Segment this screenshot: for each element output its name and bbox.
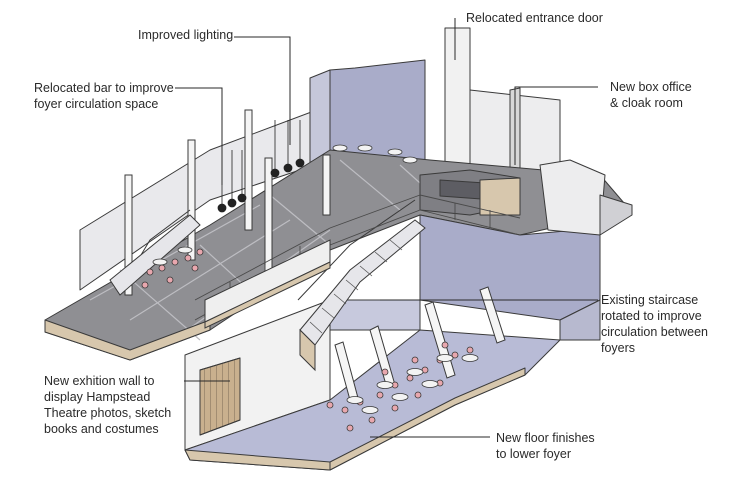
leader-lines [175,18,598,438]
label-line: books and costumes [44,422,159,436]
label-line: New exhition wall to [44,374,155,388]
label-line: rotated to improve [601,309,702,323]
label-line: to lower foyer [496,447,572,461]
label-floor-finishes: New floor finishes to lower foyer [496,430,595,462]
pendant-lights [217,120,305,213]
label-line: Theatre photos, sketch [44,406,172,420]
label-line: Relocated entrance door [466,11,603,25]
label-line: foyers [601,341,636,355]
bar-counters [204,239,331,329]
label-line: Improved lighting [138,28,234,42]
label-line: circulation between [601,325,709,339]
staircase [109,199,426,372]
cafe-furniture [141,144,479,432]
label-line: display Hampstead [44,390,151,404]
box-office-block [539,159,606,236]
columns [124,109,506,401]
label-improved-lighting: Improved lighting [138,27,233,43]
label-line: Relocated bar to improve [34,81,174,95]
label-exhibition-wall: New exhition wall to display Hampstead T… [44,373,171,437]
label-line: New box office [610,80,692,94]
label-staircase: Existing staircase rotated to improve ci… [601,292,708,356]
label-line: New floor finishes [496,431,595,445]
label-relocated-bar: Relocated bar to improve foyer circulati… [34,80,174,112]
label-line: Existing staircase [601,293,699,307]
label-relocated-entrance: Relocated entrance door [466,10,603,26]
label-line: & cloak room [610,96,683,110]
label-box-office: New box office & cloak room [610,79,692,111]
label-line: foyer circulation space [34,97,159,111]
